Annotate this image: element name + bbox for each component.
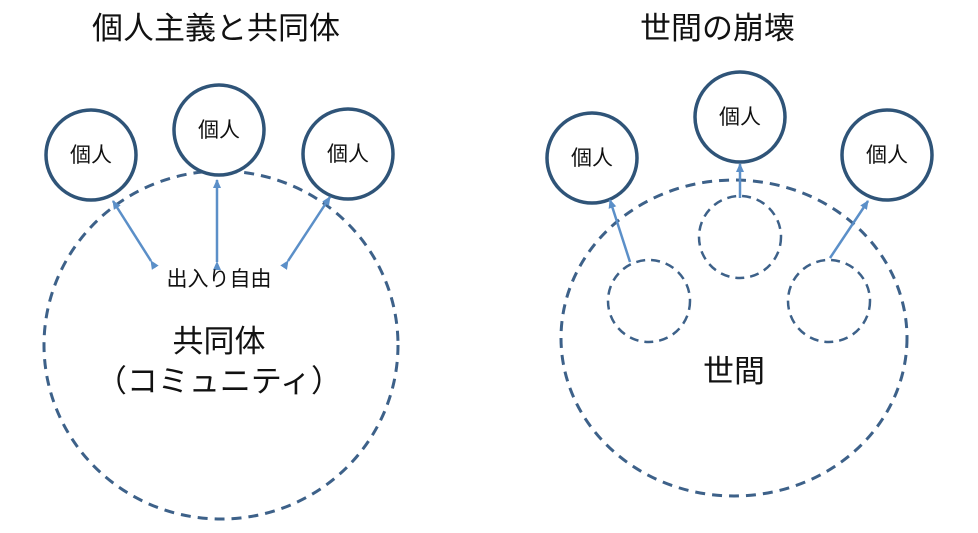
community-sub-label: （コミュニティ） bbox=[95, 364, 343, 401]
individual-node-right-2 bbox=[693, 70, 787, 164]
escape-arrow-right-3 bbox=[828, 200, 870, 259]
individual-label-left-1: 個人 bbox=[70, 143, 112, 167]
broken-subcircle-3 bbox=[786, 258, 872, 344]
seken-label: 世間 bbox=[703, 354, 765, 390]
individual-label-left-2: 個人 bbox=[198, 118, 240, 142]
individual-node-right-1 bbox=[545, 111, 639, 205]
broken-subcircle-1 bbox=[606, 258, 692, 344]
individual-label-left-3: 個人 bbox=[327, 142, 369, 166]
community-label: 共同体 （コミュニティ） bbox=[89, 322, 349, 403]
seken-dashed-circle bbox=[559, 178, 909, 498]
individual-label-right-3: 個人 bbox=[866, 143, 908, 167]
individual-node-left-1 bbox=[44, 108, 138, 202]
left-panel-title: 個人主義と共同体 bbox=[92, 11, 340, 47]
individual-node-right-3 bbox=[840, 108, 934, 202]
broken-subcircle-2 bbox=[697, 194, 783, 280]
individual-node-left-3 bbox=[301, 107, 395, 201]
escape-arrow-right-1 bbox=[608, 199, 632, 263]
bidirectional-arrow-left-1 bbox=[111, 200, 159, 270]
right-panel-title: 世間の崩壊 bbox=[640, 11, 795, 47]
community-main-label: 共同体 bbox=[172, 324, 266, 360]
individual-label-right-1: 個人 bbox=[571, 146, 613, 170]
bidirectional-arrow-left-3 bbox=[280, 196, 332, 270]
free-entry-exit-label: 出入り自由 bbox=[166, 267, 272, 291]
community-dashed-circle bbox=[42, 169, 400, 521]
individual-label-right-2: 個人 bbox=[719, 105, 761, 129]
individual-node-left-2 bbox=[172, 83, 266, 177]
